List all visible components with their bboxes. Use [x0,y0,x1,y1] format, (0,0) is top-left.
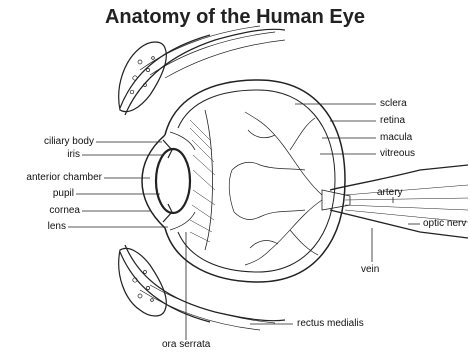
label-rectus-medialis: rectus medialis [297,318,364,330]
label-artery: artery [377,187,403,199]
upper-eyelid [125,29,285,115]
label-ora-serrata: ora serrata [162,339,210,351]
label-iris: iris [67,149,80,161]
label-vein: vein [361,264,379,276]
vessel-lower [245,200,322,265]
label-anterior-chamber: anterior chamber [26,172,102,184]
upper-fat-pocket [119,42,167,112]
label-macula: macula [380,132,412,144]
label-ciliary-body: ciliary body [44,136,94,148]
lower-eyelid [125,245,285,321]
label-pupil: pupil [53,188,74,200]
label-cornea: cornea [49,205,80,217]
label-retina: retina [380,115,405,127]
vessel-upper [245,112,322,195]
label-optic-nerve: optic nerv [423,218,466,230]
label-vitreous: vitreous [380,148,415,160]
lens-shape [156,149,190,213]
lower-fat-pocket [119,248,167,316]
retina-outline [178,90,335,272]
label-lens: lens [48,221,66,233]
cornea-outline [142,135,165,228]
label-sclera: sclera [380,98,407,110]
